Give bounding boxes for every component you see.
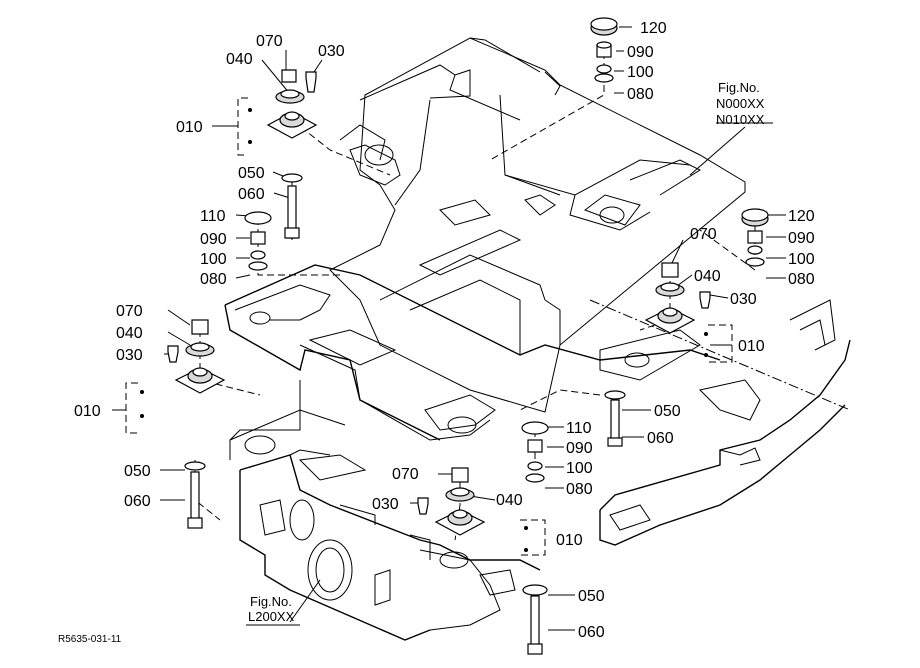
callout-040-left: 040 xyxy=(116,325,143,342)
fig-ref-top: Fig.No. N000XX N010XX xyxy=(716,80,765,127)
callout-050-right: 050 xyxy=(654,403,681,420)
mount-assembly-top-left xyxy=(244,69,318,271)
callout-030-top-left: 030 xyxy=(318,43,345,60)
callout-120-top: 120 xyxy=(640,20,667,37)
callout-080-center: 080 xyxy=(566,481,593,498)
mount-assembly-left xyxy=(167,319,226,529)
callout-100-right: 100 xyxy=(788,251,815,268)
callout-040-right: 040 xyxy=(694,268,721,285)
callout-010-left: 010 xyxy=(74,403,101,420)
callout-040-top-left: 040 xyxy=(226,51,253,68)
washer-080-top xyxy=(594,73,614,83)
callout-080-top-left: 080 xyxy=(200,271,227,288)
callout-010-right: 010 xyxy=(738,338,765,355)
callout-050-center: 050 xyxy=(578,588,605,605)
fig-ref-bottom: Fig.No. L200XX xyxy=(248,594,295,624)
mount-assembly-right xyxy=(604,208,769,447)
callout-120-right: 120 xyxy=(788,208,815,225)
callout-100-top: 100 xyxy=(627,64,654,81)
callout-050-left: 050 xyxy=(124,463,151,480)
callout-100-center: 100 xyxy=(566,460,593,477)
rubber-cushion-120-top xyxy=(590,17,618,36)
callout-030-left: 030 xyxy=(116,347,143,364)
callout-030-center: 030 xyxy=(372,496,399,513)
leader-lines xyxy=(112,26,786,631)
fig-ref-top-title: Fig.No. xyxy=(718,80,760,95)
callout-060-top-left: 060 xyxy=(238,186,265,203)
brackets xyxy=(125,97,733,556)
callout-080-right: 080 xyxy=(788,271,815,288)
callout-labels: 120 090 100 080 070 030 040 010 050 060 … xyxy=(74,20,815,641)
parts xyxy=(140,17,769,655)
callout-010-top-left: 010 xyxy=(176,119,203,136)
callout-070-right: 070 xyxy=(690,226,717,243)
callout-100-top-left: 100 xyxy=(200,251,227,268)
callout-090-top: 090 xyxy=(627,44,654,61)
fig-ref-bottom-code: L200XX xyxy=(248,609,295,624)
callout-110-center: 110 xyxy=(566,420,592,437)
callout-110-top-left: 110 xyxy=(200,208,226,225)
washer-100-top xyxy=(596,64,612,74)
callout-070-center: 070 xyxy=(392,466,419,483)
image-code: R5635-031-11 xyxy=(58,634,122,645)
callout-030-right: 030 xyxy=(730,291,757,308)
callout-090-top-left: 090 xyxy=(200,231,227,248)
callout-080-top: 080 xyxy=(627,86,654,103)
callout-040-center: 040 xyxy=(496,492,523,509)
callout-070-top-left: 070 xyxy=(256,33,283,50)
callout-090-right: 090 xyxy=(788,230,815,247)
callout-060-left: 060 xyxy=(124,493,151,510)
callout-090-center: 090 xyxy=(566,440,593,457)
fig-ref-top-code-2: N010XX xyxy=(716,112,765,127)
callout-060-center: 060 xyxy=(578,624,605,641)
callout-060-right: 060 xyxy=(647,430,674,447)
frame-drawing xyxy=(224,37,851,641)
fig-ref-top-code-1: N000XX xyxy=(716,96,765,111)
fig-ref-bottom-title: Fig.No. xyxy=(250,594,292,609)
callout-050-top-left: 050 xyxy=(238,165,265,182)
callout-070-left: 070 xyxy=(116,303,143,320)
callout-010-center: 010 xyxy=(556,532,583,549)
collar-090-top xyxy=(596,41,612,58)
mount-assembly-center xyxy=(417,421,549,655)
